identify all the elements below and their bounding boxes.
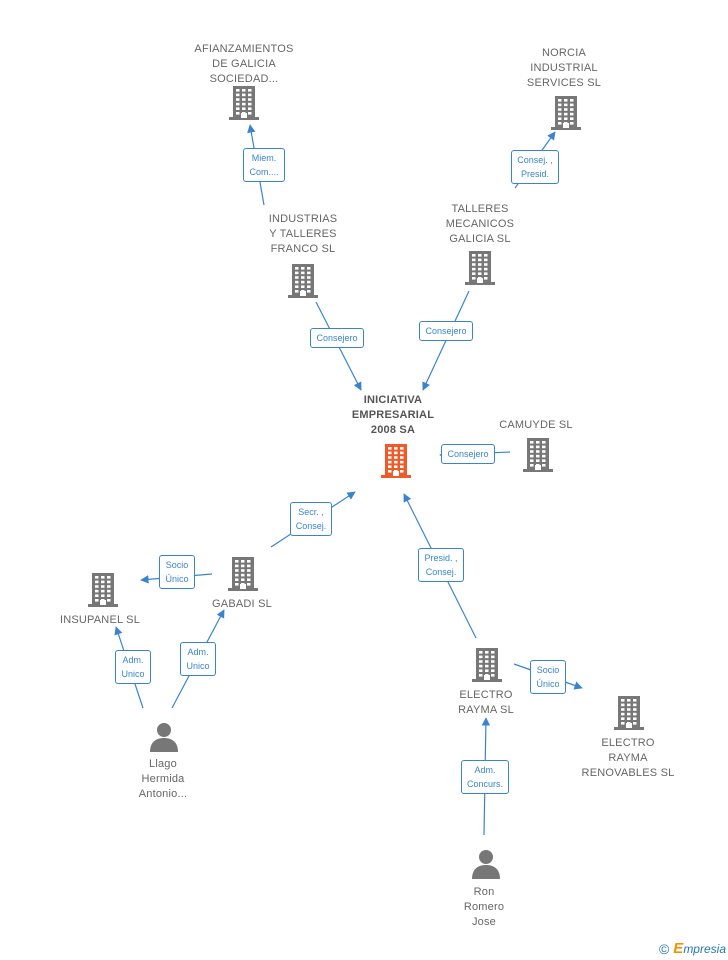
building-icon[interactable] xyxy=(87,572,119,613)
edge-label-electro-iniciativa[interactable]: Presid. ,Consej. xyxy=(418,548,464,582)
building-icon[interactable] xyxy=(227,556,259,597)
building-icon[interactable] xyxy=(471,647,503,688)
brand-initial: E xyxy=(673,940,684,957)
person-icon[interactable] xyxy=(471,849,501,884)
edge-label-gabadi-iniciativa[interactable]: Secr. ,Consej. xyxy=(289,502,333,536)
node-label: GABADI SL xyxy=(212,598,272,610)
building-icon[interactable] xyxy=(522,437,554,478)
edge-label-talleres-iniciativa[interactable]: Consejero xyxy=(419,321,473,341)
edge-label-talleres-norcia[interactable]: Consej. ,Presid. xyxy=(511,150,559,184)
edge-label-llago-insupanel[interactable]: Adm.Unico xyxy=(115,650,151,684)
person-icon[interactable] xyxy=(149,722,179,757)
edge-label-camuyde-iniciativa[interactable]: Consejero xyxy=(441,444,495,464)
edge-label-industrias-iniciativa[interactable]: Consejero xyxy=(310,328,364,348)
building-icon[interactable] xyxy=(550,95,582,136)
edge-label-industrias-afianzamientos[interactable]: Miem.Com.... xyxy=(243,148,285,182)
empresia-credit[interactable]: © E mpresia xyxy=(659,940,726,957)
copyright-icon: © xyxy=(658,940,670,957)
building-icon[interactable] xyxy=(613,695,645,736)
node-label: CAMUYDE SL xyxy=(499,419,573,431)
edge-label-ron-electro[interactable]: Adm.Concurs. xyxy=(460,760,509,794)
building-icon[interactable] xyxy=(380,443,412,484)
building-icon[interactable] xyxy=(464,250,496,291)
brand-name: mpresia xyxy=(683,941,726,956)
node-label: INSUPANEL SL xyxy=(59,614,141,626)
building-icon[interactable] xyxy=(287,263,319,304)
edge-label-llago-gabadi[interactable]: Adm.Unico xyxy=(180,642,216,676)
building-icon[interactable] xyxy=(228,85,260,126)
